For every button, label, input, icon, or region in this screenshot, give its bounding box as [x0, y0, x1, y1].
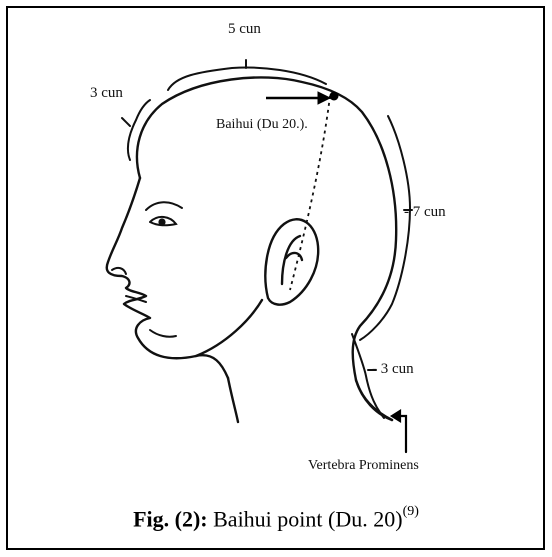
caption-text: Baihui point (Du. 20)	[208, 506, 403, 531]
chin-crease	[150, 330, 176, 337]
eyebrow	[146, 202, 182, 210]
face-profile	[107, 178, 228, 378]
nostril	[112, 268, 126, 274]
label-3-cun-top: 3 cun	[90, 86, 123, 101]
pointer-arrow	[266, 92, 330, 104]
label-7-cun: - 7 cun	[404, 205, 446, 220]
bracket-7cun	[360, 116, 410, 340]
ear	[265, 219, 318, 304]
figure-caption: Fig. (2): Baihui point (Du. 20)(9)	[0, 508, 552, 530]
caption-prefix: Fig. (2):	[133, 506, 208, 531]
label-3-cun-neck: - 3 cun	[372, 362, 414, 377]
label-vertebra-prominens: Vertebra Prominens	[308, 459, 419, 473]
label-baihui: Baihui (Du 20.).	[216, 118, 308, 132]
bracket-3cun-top	[128, 100, 150, 160]
vertebra-arrow	[392, 411, 406, 452]
baihui-point	[330, 92, 339, 101]
label-5-cun: 5 cun	[228, 22, 261, 37]
jaw-line	[196, 300, 262, 356]
caption-reference: (9)	[403, 504, 419, 519]
neck-front	[228, 378, 238, 422]
